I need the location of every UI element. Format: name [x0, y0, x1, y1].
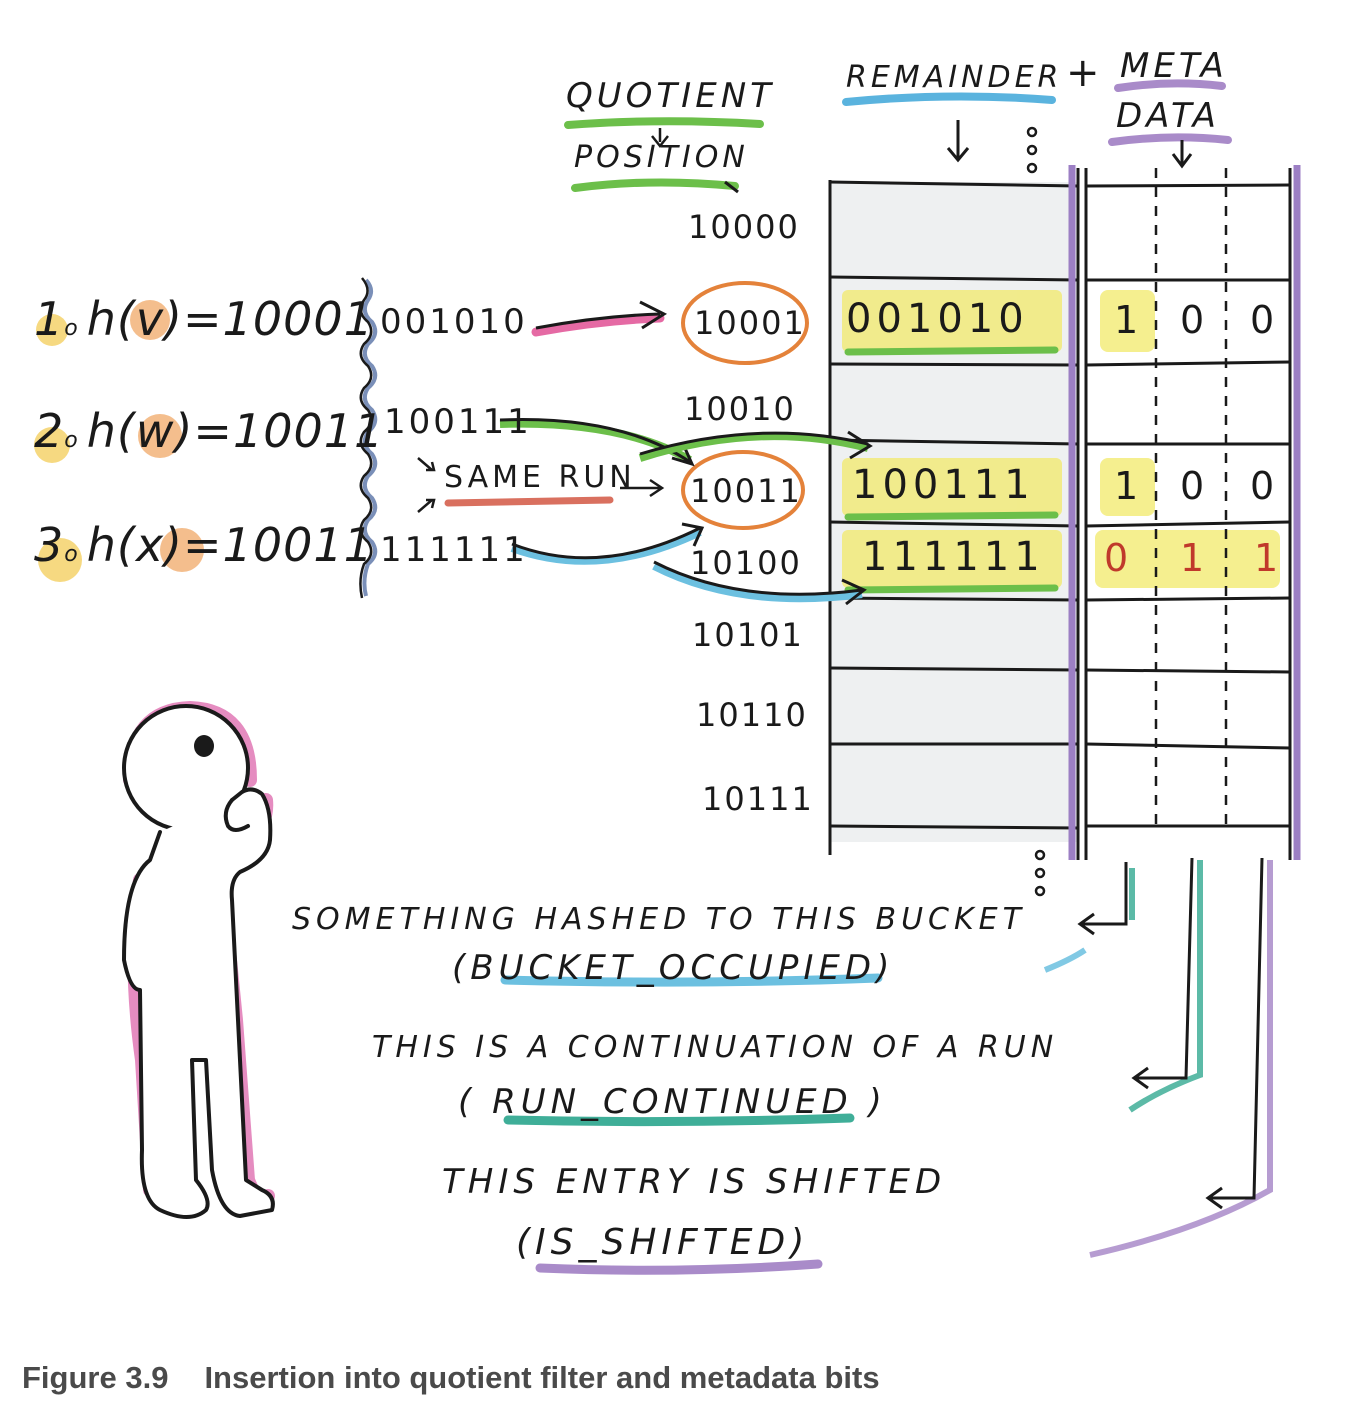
note-pointers: [1077, 857, 1264, 1210]
arrow-3a: [511, 522, 705, 560]
run-continued-bit: 0: [1180, 298, 1208, 342]
arrow-2b: [639, 430, 873, 460]
equation-number: 2: [34, 404, 65, 458]
equation-value: =10011: [183, 518, 374, 572]
same-run-label: SAME RUN: [444, 460, 636, 495]
arrow-3a-color: [510, 528, 702, 565]
equation-number: 3: [34, 518, 65, 572]
is-shifted-bit: 0: [1250, 298, 1278, 342]
thinking-figure: [122, 701, 275, 1219]
is-shifted-underline: [535, 1259, 823, 1275]
top-ellipsis: [1026, 126, 1038, 174]
note-run-continued: THIS IS A CONTINUATION OF A RUN: [372, 1030, 1059, 1065]
brace-color: [362, 278, 378, 597]
table-grid: [828, 168, 1292, 860]
figure-eye: [194, 735, 214, 757]
note-pointer-purple: [1089, 860, 1273, 1258]
quotient-position-label: 10110: [696, 696, 808, 734]
quotient-position-label: 10010: [684, 390, 796, 428]
flag-is-shifted: (IS_SHIFTED): [516, 1222, 810, 1263]
equation-expr: h(v): [86, 292, 184, 346]
equation-2: 2o h(w)=10011: [34, 404, 385, 458]
circle-10001: [681, 281, 809, 365]
flag-run-continued: ( RUN_CONTINUED ): [458, 1082, 887, 1122]
meta-underline: [1114, 79, 1226, 92]
quotient-underline: [564, 117, 764, 129]
same-run-arrow-top: [417, 457, 436, 472]
quotient-position-label: 10000: [688, 208, 800, 246]
equation-number: 1: [34, 292, 65, 346]
quotient-header: QUOTIENT: [566, 76, 775, 116]
equation-remainder: 001010: [380, 302, 528, 342]
arrow-2b-color: [638, 432, 870, 462]
same-run-underline: [444, 496, 614, 507]
arrow-1: [535, 300, 668, 330]
figure-caption: Figure 3.9 Insertion into quotient filter…: [22, 1360, 880, 1396]
equation-3: 3o h(x)=10011: [34, 518, 374, 572]
quotient-position-label: 10100: [690, 544, 802, 582]
equation-remainder: 111111: [380, 530, 528, 570]
equation-highlights: [34, 300, 204, 582]
flag-bucket-occupied: (BUCKET_OCCUPIED): [452, 948, 895, 988]
remainder-underline: [842, 92, 1056, 106]
circle-10011: [681, 450, 805, 530]
metadata-dividers: [1154, 168, 1228, 830]
equation-value: =10011: [193, 404, 385, 458]
bucket-occupied-underline: [500, 973, 883, 987]
quotient-position-label: 10011: [690, 472, 802, 510]
bucket-occupied-bit: 0: [1104, 536, 1132, 580]
arrow-3b-color: [652, 562, 863, 603]
quotient-position-label: 10001: [694, 304, 806, 342]
run-continued-underline: [503, 1113, 855, 1127]
is-shifted-bit: 0: [1250, 464, 1278, 508]
data-underline: [1108, 133, 1232, 146]
is-shifted-bit: 1: [1254, 536, 1282, 580]
meta-header: META: [1120, 46, 1228, 86]
bucket-occupied-bit: 1: [1114, 298, 1142, 342]
arrow-1-color: [531, 313, 665, 337]
bucket-occupied-bit: 1: [1114, 464, 1142, 508]
remainder-green-underlines: [844, 346, 1059, 594]
figure-title: Insertion into quotient filter and metad…: [204, 1360, 880, 1395]
meta-down-arrow: [1171, 140, 1193, 169]
metadata-purple-bars: [1068, 165, 1301, 860]
figure-outline: [122, 704, 275, 1219]
position-arrow: [724, 180, 739, 194]
same-run-arrow-right: [620, 478, 665, 498]
equation-expr: h(w): [86, 404, 194, 458]
plus-sign: +: [1066, 50, 1104, 96]
equation-expr: h(x): [86, 518, 184, 572]
remainder-down-arrow: [946, 120, 970, 163]
data-header: DATA: [1116, 96, 1220, 136]
equation-value: =10001: [183, 292, 374, 346]
position-underline: [571, 178, 739, 192]
slot-remainder: 001010: [846, 296, 1029, 342]
slot-remainder: 111111: [862, 534, 1045, 580]
position-header: POSITION: [574, 140, 749, 175]
note-bucket-occupied: SOMETHING HASHED TO THIS BUCKET: [292, 902, 1026, 937]
note-pointer-colors: [1043, 860, 1203, 1113]
slot-highlights: [842, 290, 1280, 588]
same-run-arrow-bottom: [417, 498, 436, 513]
run-continued-bit: 0: [1180, 464, 1208, 508]
equation-remainder: 100111: [384, 402, 532, 442]
quotient-to-position-arrow: [651, 128, 669, 149]
run-continued-bit: 1: [1180, 536, 1208, 580]
bottom-ellipsis: [1034, 849, 1046, 897]
arrow-3b: [653, 560, 867, 606]
figure-number: Figure 3.9: [22, 1360, 169, 1395]
equation-1: 1o h(v)=10001: [34, 292, 374, 346]
remainder-header: REMAINDER: [846, 60, 1063, 95]
quotient-position-label: 10111: [702, 780, 814, 818]
slot-remainder: 100111: [852, 462, 1035, 508]
brace: [359, 277, 373, 599]
quotient-position-label: 10101: [692, 616, 804, 654]
note-is-shifted: THIS ENTRY IS SHIFTED: [442, 1162, 947, 1202]
